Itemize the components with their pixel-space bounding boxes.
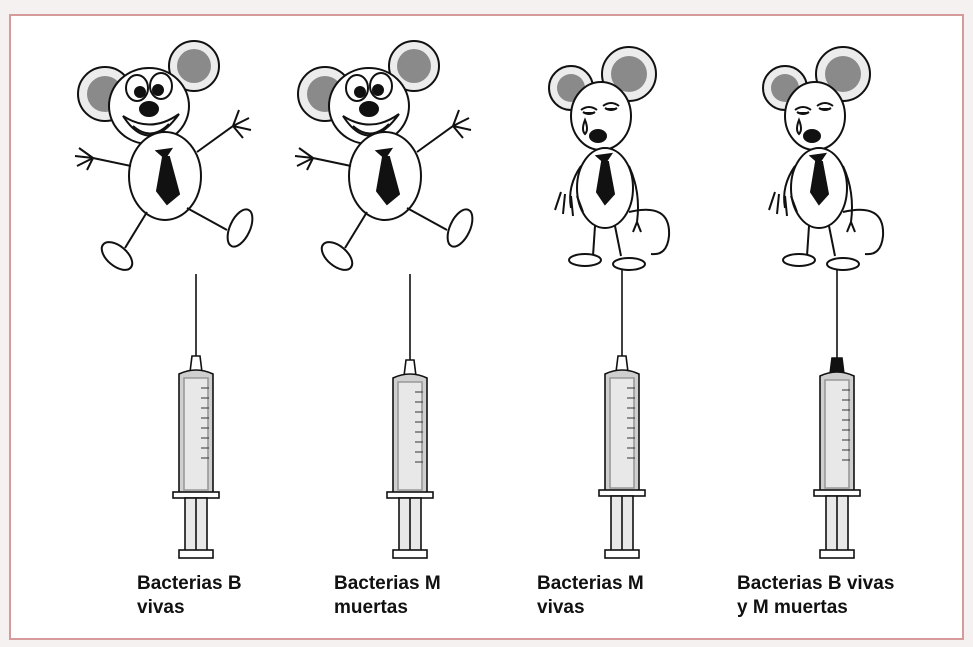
panel-1: Bacterias B vivas: [57, 16, 282, 642]
syringe-icon: [599, 270, 645, 558]
mouse-happy-icon: [75, 41, 258, 275]
mouse-happy-icon: [295, 41, 478, 275]
syringe-icon: [387, 274, 433, 558]
syringe-icon: [173, 274, 219, 558]
panel-3: Bacterias M vivas: [501, 16, 726, 642]
diagram-frame: Bacterias B vivas: [9, 14, 964, 640]
panel-1-drawing: [57, 16, 282, 576]
syringe-icon: [814, 270, 860, 558]
label-bacterias-b-vivas-y-m-muertas: Bacterias B vivas y M muertas: [737, 572, 962, 620]
mouse-dead-icon: [763, 47, 883, 270]
panel-2-drawing: [277, 16, 502, 576]
mouse-dead-icon: [549, 47, 669, 270]
panel-2: Bacterias M muertas: [277, 16, 502, 642]
label-line-2: y M muertas: [737, 596, 962, 620]
panel-4: Bacterias B vivas y M muertas: [715, 16, 940, 642]
panel-4-drawing: [715, 16, 940, 576]
label-line-1: Bacterias B vivas: [737, 572, 962, 596]
panel-3-drawing: [501, 16, 726, 576]
